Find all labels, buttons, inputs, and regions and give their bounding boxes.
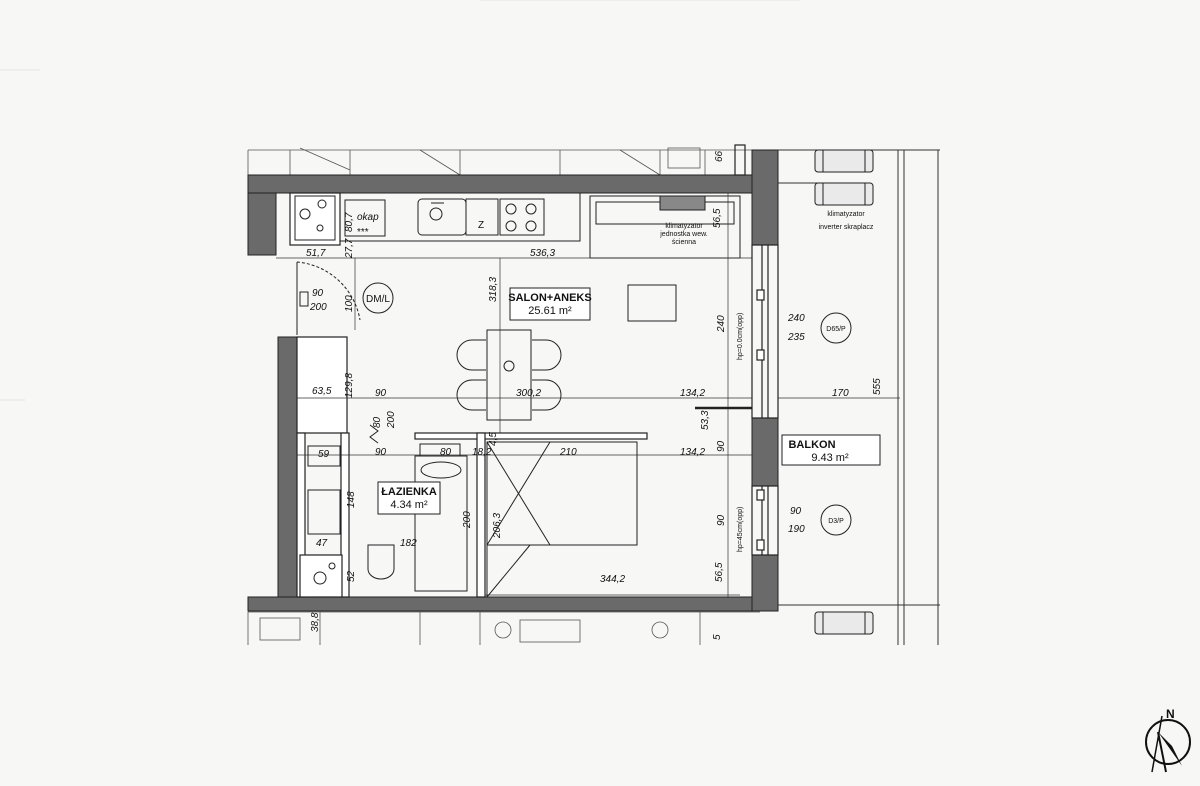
- window-1-hp: hp=0.0cm(opp): [737, 313, 744, 360]
- dim-text: 80,7: [344, 212, 355, 232]
- dim-text: 56,5: [712, 208, 723, 228]
- dim-text: 47: [316, 538, 328, 549]
- window-tag-1: [820, 312, 852, 344]
- entry-door: [296, 261, 361, 335]
- dim-text: 90: [375, 388, 387, 399]
- kitchen-counter: [339, 192, 741, 259]
- dim-text: 4,5: [488, 432, 499, 446]
- dim-text: 80: [372, 416, 383, 428]
- ac-unit-line1: klimatyzator: [665, 223, 703, 230]
- dim-text: 210: [559, 447, 577, 458]
- interior-walls: [289, 192, 648, 598]
- bed-area: [486, 441, 638, 598]
- dim-text: 555: [872, 378, 883, 395]
- dim-text: 80: [440, 447, 452, 458]
- dim-text: 90: [716, 440, 727, 452]
- dim-text: 182: [400, 538, 417, 549]
- dim-text: 134,2: [680, 388, 705, 399]
- dim-text: 90: [312, 288, 324, 299]
- dim-text: 300,2: [516, 388, 541, 399]
- salon-name: SALON+ANEKS: [508, 292, 591, 304]
- tv-cabinet: [627, 284, 677, 322]
- ac-outdoor-line1: klimatyzator: [827, 211, 865, 218]
- neighbour-units: [247, 147, 760, 645]
- bathroom-fixtures: [307, 424, 468, 592]
- salon-label-box: [509, 287, 591, 321]
- dim-text: 170: [832, 388, 849, 399]
- exterior-walls: [247, 149, 779, 612]
- dim-text: 318,3: [488, 277, 499, 302]
- svg-text:N: N: [1166, 707, 1175, 721]
- dim-text: 200: [462, 511, 473, 529]
- dim-text: 27,7: [344, 238, 355, 259]
- ac-outdoor-line2: inverter skraplacz: [819, 224, 874, 231]
- window-tag-2: [820, 504, 852, 536]
- dim-text: 536,3: [530, 248, 555, 259]
- dining-set: [456, 329, 562, 421]
- window-2-code: D3/P: [828, 518, 844, 525]
- z-label: Z: [478, 220, 484, 231]
- dim-text: 100: [344, 295, 355, 312]
- windows: [695, 144, 779, 556]
- okap-label: okap: [357, 212, 379, 223]
- dim-text: 206,3: [492, 513, 503, 539]
- dim-text: 51,7: [306, 248, 326, 259]
- north-arrow-icon: N: [1145, 707, 1191, 773]
- dim-text: 90: [790, 506, 802, 517]
- bath-area: 4.34 m²: [390, 499, 428, 511]
- balcony-label-box: [781, 434, 881, 466]
- balcony-name: BALKON: [788, 439, 835, 451]
- dim-text: 5: [712, 634, 723, 640]
- dim-text: 66: [714, 150, 725, 162]
- window-1-code: D65/P: [826, 326, 846, 333]
- dim-text: 59: [318, 449, 330, 460]
- scan-marks: [0, 0, 800, 401]
- dim-text: 134,2: [680, 447, 705, 458]
- dim-text: 52: [346, 570, 357, 582]
- salon-area: 25.61 m²: [528, 305, 572, 317]
- dim-text: 56,5: [714, 562, 725, 582]
- bath-label-box: [377, 481, 441, 515]
- balcony-area: 9.43 m²: [811, 452, 849, 464]
- dimension-lines: [276, 193, 900, 597]
- dim-text: 200: [386, 411, 397, 429]
- dim-text: 18,2: [472, 447, 492, 458]
- dim-text: 53,3: [700, 410, 711, 430]
- dim-text: 235: [787, 332, 805, 343]
- dim-text: 129,8: [344, 373, 355, 398]
- balcony-structure: [778, 149, 940, 645]
- dim-text: 148: [346, 491, 357, 508]
- dim-text: 240: [716, 315, 727, 333]
- ac-unit-line3: ścienna: [672, 239, 696, 246]
- dim-text: 344,2: [600, 574, 625, 585]
- dim-text: 63,5: [312, 386, 332, 397]
- shaft-top-left: [294, 195, 336, 241]
- dim-text: 90: [375, 447, 387, 458]
- dim-text: 200: [309, 302, 327, 313]
- ac-unit-line2: jednostka wew.: [659, 231, 708, 238]
- dim-text: 190: [788, 524, 805, 535]
- stars-label: ***: [357, 227, 369, 238]
- ac-outdoor-units: [814, 149, 874, 635]
- dim-text: 38,8: [310, 612, 321, 632]
- window-2-hp: hp=45cm(opp): [737, 507, 744, 552]
- dim-text: 240: [787, 313, 805, 324]
- bath-name: ŁAZIENKA: [381, 486, 437, 498]
- dim-text: 90: [716, 514, 727, 526]
- dml-tag: [362, 282, 394, 314]
- dml-label: DM/L: [366, 294, 390, 305]
